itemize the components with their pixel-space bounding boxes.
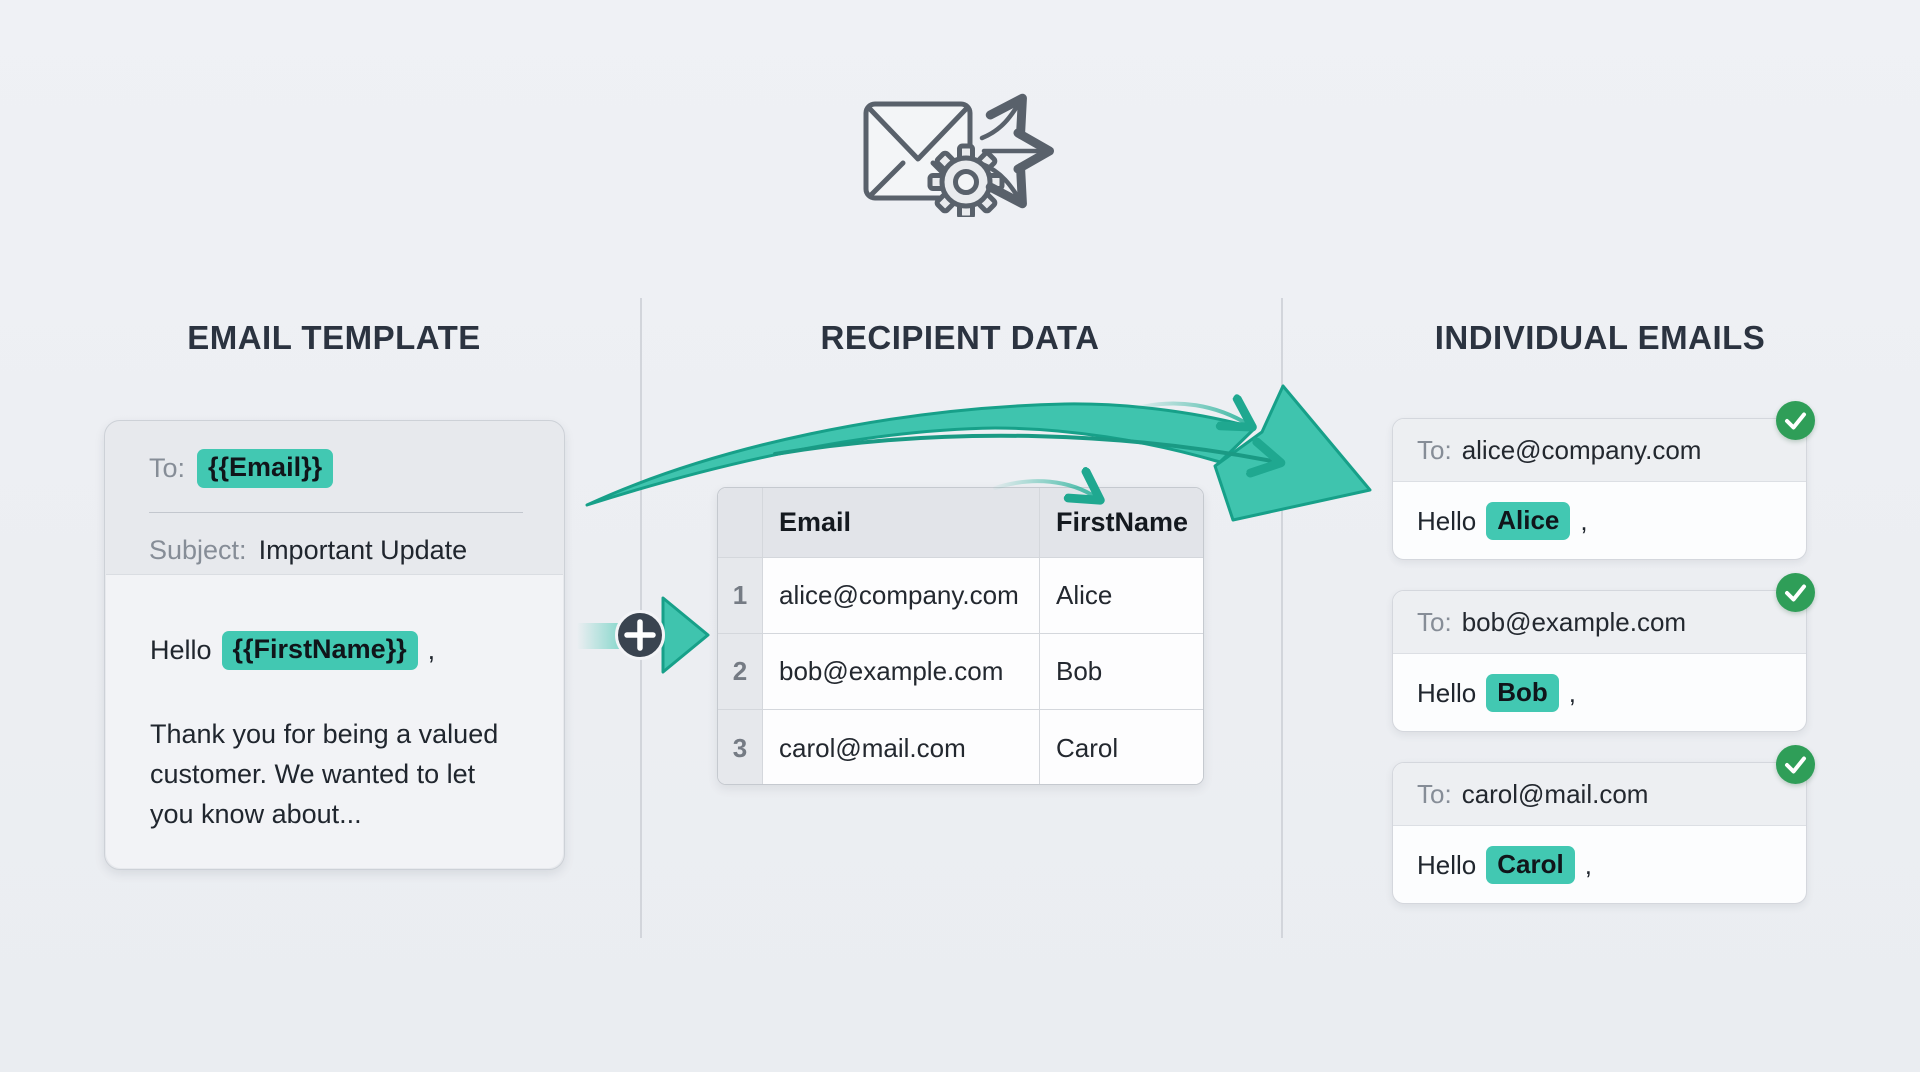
name-pill: Carol xyxy=(1486,846,1575,884)
to-label: To: xyxy=(1417,434,1452,465)
to-label: To: xyxy=(1417,778,1452,809)
subject-label: Subject: xyxy=(149,535,247,566)
greeting-prefix: Hello xyxy=(1417,505,1477,536)
name-pill: Alice xyxy=(1486,502,1571,540)
cell-firstname: Carol xyxy=(1040,710,1203,784)
merge-connector xyxy=(577,596,710,674)
greeting-prefix: Hello xyxy=(1417,677,1477,708)
to-address: alice@company.com xyxy=(1461,434,1702,465)
cell-firstname: Bob xyxy=(1040,634,1203,710)
inner-accent-arrow xyxy=(773,433,1277,462)
mail-merge-icon xyxy=(863,93,1054,217)
individual-email-card: To: carol@mail.com Hello Carol , xyxy=(1392,745,1815,904)
heading-recipient-data: RECIPIENT DATA xyxy=(820,319,1100,356)
email-to-row: To: bob@example.com xyxy=(1393,591,1806,654)
row-number: 3 xyxy=(718,710,763,784)
plus-icon xyxy=(624,619,656,651)
swoosh-arrow-icon xyxy=(585,384,1372,522)
cell-email: bob@example.com xyxy=(763,634,1040,710)
to-address: carol@mail.com xyxy=(1461,778,1649,809)
email-template-card: To: {{Email}} Subject: Important Update … xyxy=(104,420,565,870)
cell-firstname: Alice xyxy=(1040,558,1203,634)
check-badge xyxy=(1776,573,1815,612)
divider-right xyxy=(1281,298,1283,938)
template-body: Hello {{FirstName}} , Thank you for bein… xyxy=(106,574,563,868)
email-to-row: To: carol@mail.com xyxy=(1393,763,1806,826)
swoosh-arrowhead xyxy=(1213,384,1372,522)
greeting-suffix: , xyxy=(1580,505,1588,536)
motion-arrow-upper xyxy=(1135,403,1249,425)
check-badge xyxy=(1776,401,1815,440)
heading-individual-emails: INDIVIDUAL EMAILS xyxy=(1434,319,1766,356)
individual-email-card: To: bob@example.com Hello Bob , xyxy=(1392,573,1815,732)
greeting-prefix: Hello xyxy=(1417,849,1477,880)
check-icon xyxy=(1785,412,1806,430)
greeting-prefix: Hello xyxy=(150,634,212,665)
gear-icon xyxy=(927,143,1005,217)
check-badge xyxy=(1776,745,1815,784)
heading-email-template: EMAIL TEMPLATE xyxy=(187,319,481,356)
motion-arrow-lower xyxy=(993,481,1097,498)
email-variable-pill: {{Email}} xyxy=(197,449,334,488)
to-address: bob@example.com xyxy=(1461,606,1687,637)
check-icon xyxy=(1785,756,1806,774)
corner-cell xyxy=(718,488,763,558)
individual-email-card: To: alice@company.com Hello Alice , xyxy=(1392,401,1815,560)
row-number: 1 xyxy=(718,558,763,634)
cell-email: alice@company.com xyxy=(763,558,1040,634)
template-subject-row: Subject: Important Update xyxy=(149,535,524,566)
email-to-row: To: alice@company.com xyxy=(1393,419,1806,482)
template-greeting: Hello {{FirstName}} , xyxy=(150,631,523,670)
recipient-data-table: Email FirstName 1 alice@company.com Alic… xyxy=(717,487,1204,785)
name-pill: Bob xyxy=(1486,674,1559,712)
check-icon xyxy=(1785,584,1806,602)
template-to-row: To: {{Email}} xyxy=(149,449,524,488)
merge-arrowhead-icon xyxy=(661,596,710,674)
cell-email: carol@mail.com xyxy=(763,710,1040,784)
to-label: To: xyxy=(1417,606,1452,637)
greeting-suffix: , xyxy=(427,634,436,665)
template-divider xyxy=(149,511,523,514)
subject-value: Important Update xyxy=(258,535,468,566)
email-greeting: Hello Carol , xyxy=(1393,826,1806,904)
col-header-email: Email xyxy=(763,488,1040,558)
greeting-suffix: , xyxy=(1568,677,1577,708)
row-number: 2 xyxy=(718,634,763,710)
firstname-variable-pill: {{FirstName}} xyxy=(221,631,418,670)
email-greeting: Hello Bob , xyxy=(1393,654,1806,732)
greeting-suffix: , xyxy=(1584,849,1592,880)
swoosh-body xyxy=(585,402,1257,507)
fanout-arrows-icon xyxy=(979,93,1054,209)
to-label: To: xyxy=(149,452,186,483)
email-greeting: Hello Alice , xyxy=(1393,482,1806,560)
template-paragraph: Thank you for being a valued customer. W… xyxy=(150,718,499,829)
